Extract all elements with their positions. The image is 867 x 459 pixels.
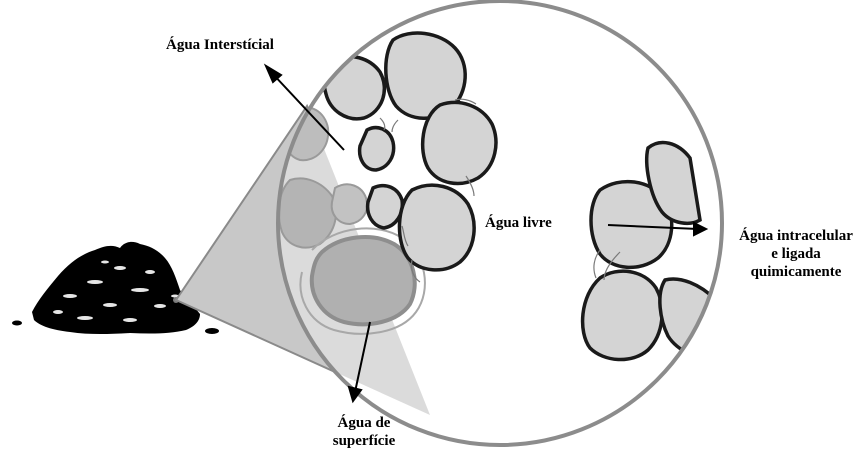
label-intracellular-line2: e ligada [728, 245, 864, 263]
label-surface-line2: superfície [312, 432, 416, 450]
surface-water-cell [312, 237, 415, 324]
label-interstitial-water: Água Interstícial [166, 36, 274, 54]
label-surface-line1: Água de [312, 414, 416, 432]
label-surface-water: Água de superfície [312, 414, 416, 450]
label-intracellular-water: Água intracelular e ligada quimicamente [728, 227, 864, 281]
label-intracellular-line3: quimicamente [728, 263, 864, 281]
label-intracellular-line1: Água intracelular [728, 227, 864, 245]
label-free-water: Água livre [485, 214, 552, 232]
